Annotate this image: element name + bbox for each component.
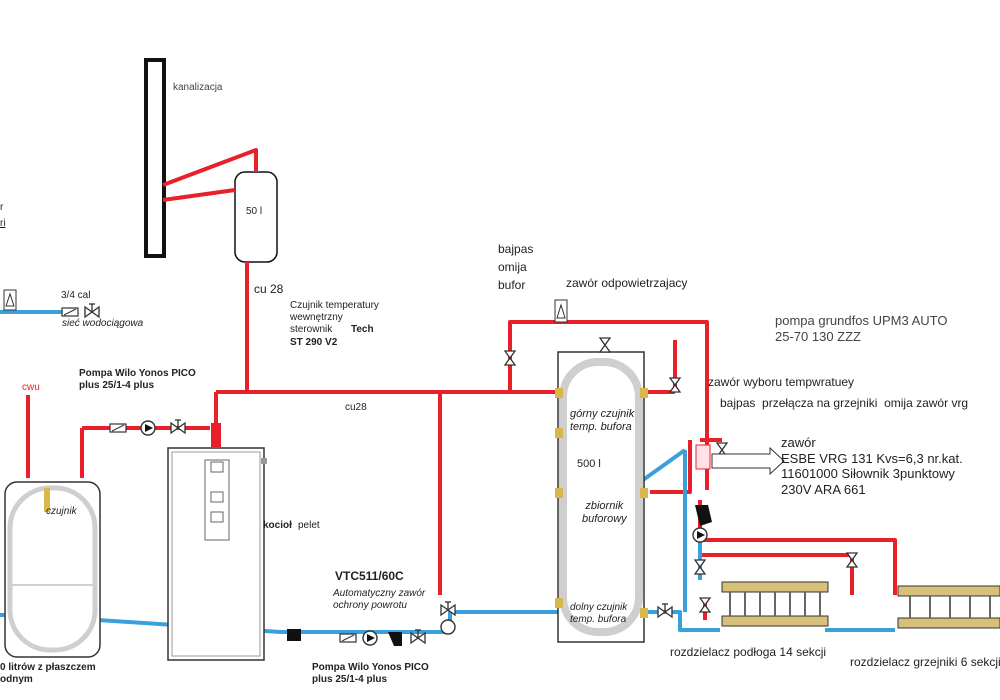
dhw-tank-label: 0 litrów z płaszczem odnym [0,662,96,685]
left-edge-label-2: ri [0,218,6,229]
connection-size-label: 3/4 cal [61,290,91,301]
radiator-manifold [897,585,1000,629]
sewer-label: kanalizacja [173,82,223,93]
boiler-label: kocioł [263,520,292,531]
hot-water-label: cwu [22,382,40,393]
air-vent-label: zawór odpowietrzajacy [566,276,688,290]
boiler-fuel-label: pelet [298,520,320,531]
pump-bottom-label: Pompa Wilo Yonos PICO plus 25/1-4 plus [312,662,429,685]
controller-brand-label: Tech [351,324,374,335]
grundfos-pump-label: pompa grundfos UPM3 AUTO 25-70 130 ZZZ [775,313,948,344]
buffer-tank [555,351,648,643]
left-edge-label-1: r [0,202,4,213]
buffer-volume-label: 500 l [577,458,601,470]
sensor-note-label: Czujnik temperatury wewnętrzny sterownik [290,300,379,335]
buffer-bottom-sensor-label: dolny czujnik temp. bufora [570,602,628,625]
bypass-buffer-label: bajpas omija bufor [498,242,534,292]
vtc-desc-label: Automatyczny zawór ochrony powrotu [333,588,426,611]
bypass-radiators-label: bajpas przełącza na grzejniki omija zawó… [720,396,969,410]
floor-manifold [721,581,829,627]
water-mains-label: sieć wodociągowa [62,318,144,329]
sewer-riser [144,58,166,258]
dhw-tank [4,481,101,658]
expansion-vessel-label: 50 l [246,206,263,217]
return-selector-label: zawór wyboru tempwratuey [708,375,855,389]
esbe-valve-label: zawór ESBE VRG 131 Kvs=6,3 nr.kat. 11601… [781,435,963,497]
pump-top-label: Pompa Wilo Yonos PICO plus 25/1-4 plus [79,368,196,391]
controller-model-label: ST 290 V2 [290,337,338,348]
radiator-manifold-label: rozdzielacz grzejniki 6 sekcji [850,655,1000,669]
fittings [3,289,858,646]
vtc-model-label: VTC511/60C [335,569,404,583]
boiler [167,423,267,661]
buffer-tank-label: zbiornik buforowy [582,500,627,526]
floor-manifold-label: rozdzielacz podłoga 14 sekcji [670,645,827,659]
pipe-cu28-mid-label: cu28 [345,402,367,413]
dhw-sensor-label: czujnik [46,506,77,517]
pipe-cu28-top-label: cu 28 [254,282,284,296]
buffer-top-sensor-label: górny czujnik temp. bufora [570,408,635,434]
